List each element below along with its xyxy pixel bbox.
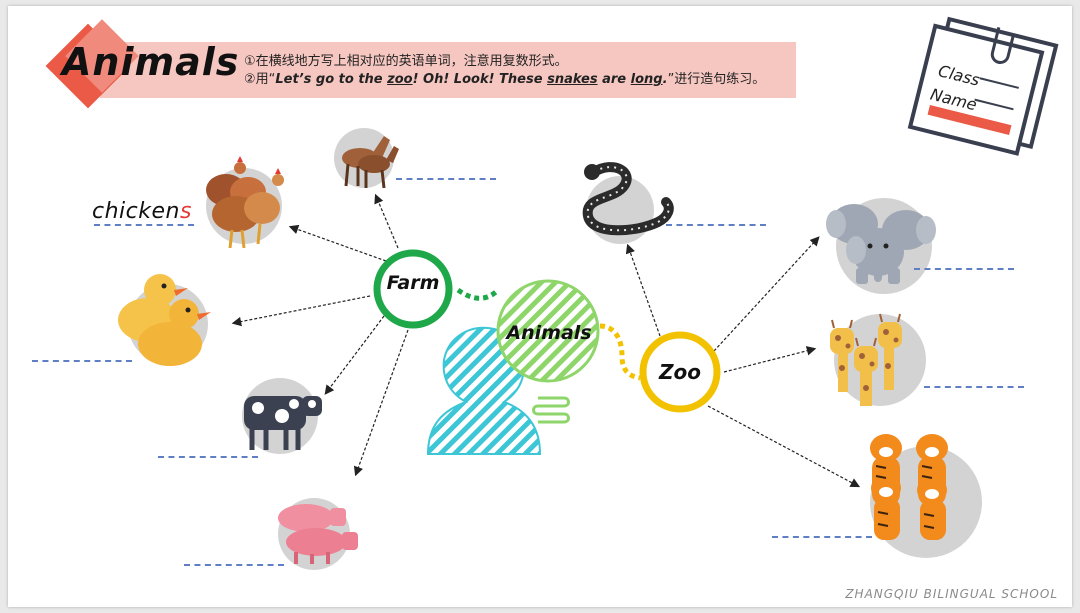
duck-icon	[118, 274, 211, 366]
center-hub-label: Animals	[506, 322, 592, 344]
school-footer: ZHANGQIU BILINGUAL SCHOOL	[845, 587, 1058, 601]
answer-blank-cow[interactable]	[158, 456, 258, 458]
answer-blank-chicken[interactable]	[94, 224, 194, 226]
tiger-icon	[870, 434, 948, 540]
horse-icon	[342, 136, 399, 189]
answer-blank-elephant[interactable]	[914, 268, 1014, 270]
pig-icon	[278, 504, 358, 564]
answer-blank-pig[interactable]	[184, 564, 284, 566]
farm-hub-label: Farm	[386, 272, 440, 294]
giraffe-icon	[830, 313, 902, 406]
elephant-icon	[826, 204, 936, 284]
example-word-chickens: chickens	[92, 199, 192, 224]
instruction-banner	[100, 42, 796, 98]
cow-icon	[244, 396, 322, 450]
zoo-hub-label: Zoo	[659, 360, 701, 384]
chicken-icon	[206, 156, 284, 249]
snake-icon	[582, 162, 674, 236]
answer-blank-snake[interactable]	[666, 224, 766, 226]
answer-blank-horse[interactable]	[396, 178, 496, 180]
answer-blank-giraffe[interactable]	[924, 386, 1024, 388]
class-name-card	[907, 16, 1059, 156]
answer-blank-duck[interactable]	[32, 360, 132, 362]
page-title: Animals	[62, 40, 240, 84]
worksheet-slide: Animals ①在横线地方写上相对应的英语单词，注意用复数形式。 ②用“Let…	[8, 6, 1072, 607]
instruction-line-1: ①在横线地方写上相对应的英语单词，注意用复数形式。	[244, 54, 568, 69]
connector-arrows	[231, 193, 861, 488]
answer-blank-tiger[interactable]	[772, 536, 872, 538]
instruction-line-2: ②用“Let’s go to the zoo! Oh! Look! These …	[244, 72, 766, 87]
hub-diagram	[373, 249, 721, 455]
